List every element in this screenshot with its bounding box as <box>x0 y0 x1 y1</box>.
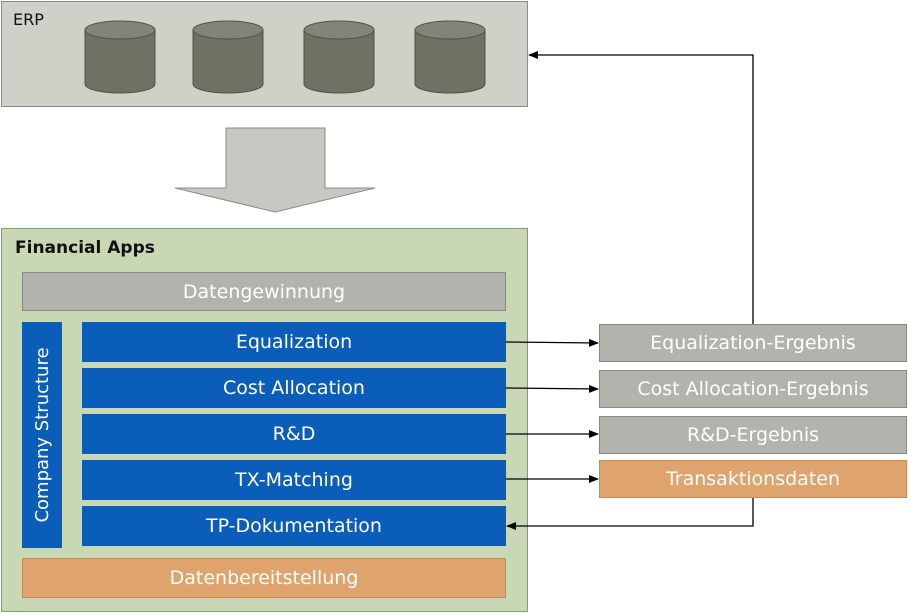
module-rd: R&D <box>82 414 506 454</box>
module-equalization: Equalization <box>82 322 506 362</box>
datengewinnung-bar: Datengewinnung <box>22 272 506 311</box>
database-icon <box>192 20 264 94</box>
cost-allocation-result-box: Cost Allocation-Ergebnis <box>599 370 907 408</box>
database-icon <box>84 20 156 94</box>
transaction-data-box: Transaktionsdaten <box>599 460 907 498</box>
financial-apps-title: Financial Apps <box>15 238 155 258</box>
module-tx-matching: TX-Matching <box>82 460 506 500</box>
module-tp-dokumentation: TP-Dokumentation <box>82 506 506 546</box>
company-structure-bar <box>22 322 62 548</box>
database-icon <box>414 20 486 94</box>
arrow-equalization <box>505 338 599 347</box>
equalization-result-box: Equalization-Ergebnis <box>599 324 907 362</box>
down-arrow-icon <box>174 127 376 213</box>
database-icon <box>303 20 375 94</box>
rd-result-box: R&D-Ergebnis <box>599 416 907 454</box>
module-cost-allocation: Cost Allocation <box>82 368 506 408</box>
datenbereitstellung-bar: Datenbereitstellung <box>22 558 506 598</box>
arrow-feedback-to-erp <box>528 51 754 324</box>
arrow-cost-allocation <box>505 384 599 393</box>
erp-title: ERP <box>13 10 44 29</box>
arrow-transaction-to-tp <box>506 498 754 530</box>
